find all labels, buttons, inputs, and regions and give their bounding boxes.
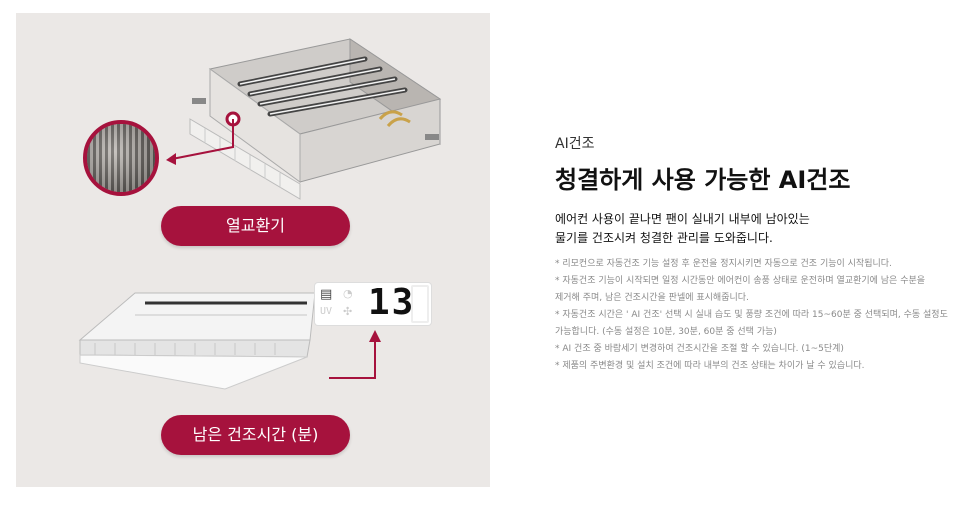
- footnote: 가능합니다. (수동 설정은 10분, 30분, 60분 중 선택 가능): [555, 327, 777, 337]
- footnote: * 리모컨으로 자동건조 기능 설정 후 운전을 정지시키면 자동으로 건조 기…: [555, 259, 892, 269]
- description-line: 물기를 건조시켜 청결한 관리를 도와줍니다.: [555, 231, 773, 245]
- callout-arrow-bottom: [329, 330, 381, 379]
- remaining-time-label: 남은 건조시간 (분): [161, 415, 350, 455]
- remaining-time-digits: 13: [368, 282, 416, 323]
- footnote: 제거해 주며, 남은 건조시간을 판넬에 표시해줍니다.: [555, 293, 749, 303]
- description-line: 에어컨 사용이 끝나면 팬이 실내기 내부에 남아있는: [555, 212, 810, 226]
- fan-icon: ✣: [343, 305, 353, 318]
- footnotes: * 리모컨으로 자동건조 기능 설정 후 운전을 정지시키면 자동으로 건조 기…: [555, 256, 955, 375]
- section-kicker: AI건조: [555, 136, 595, 152]
- footnote: * 자동건조 시간은 ' AI 건조' 선택 시 실내 습도 및 풍량 조건에 …: [555, 310, 948, 320]
- cassette-unit-illustration: [78, 292, 316, 390]
- wifi-icon: ◔: [343, 287, 353, 300]
- description: 에어컨 사용이 끝나면 팬이 실내기 내부에 남아있는 물기를 건조시켜 청결한…: [555, 210, 945, 248]
- footnote: * AI 건조 중 바람세기 변경하여 건조시간을 조절 할 수 있습니다. (…: [555, 344, 844, 354]
- footnote: * 자동건조 기능이 시작되면 일정 시간동안 에어컨이 송풍 상태로 운전하며…: [555, 276, 926, 286]
- indoor-unit-illustration: [189, 38, 442, 200]
- remaining-time-display: ▤ ◔ UV ✣ 13: [315, 282, 431, 325]
- page-title: 청결하게 사용 가능한 AI건조: [555, 166, 851, 194]
- heat-exchanger-zoom: [83, 120, 159, 196]
- digit-segment: [411, 285, 429, 323]
- heat-exchanger-label: 열교환기: [161, 206, 350, 246]
- dry-mode-icon: ▤: [320, 287, 333, 302]
- callout-arrow-top: [166, 119, 234, 165]
- uv-indicator: UV: [320, 306, 333, 317]
- footnote: * 제품의 주변환경 및 설치 조건에 따라 내부의 건조 상태는 차이가 날 …: [555, 361, 865, 371]
